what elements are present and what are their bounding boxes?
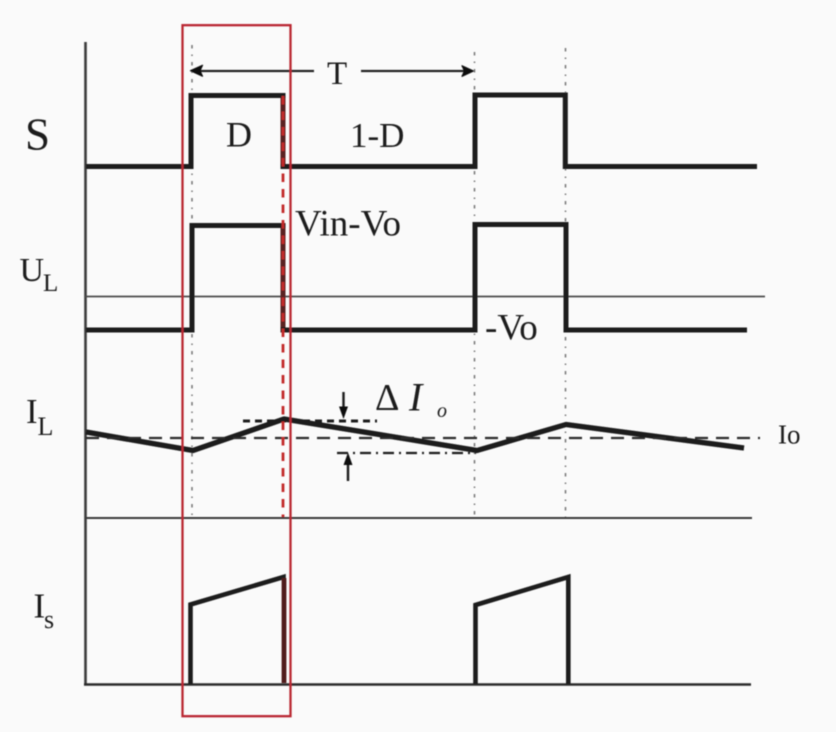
svg-text:I: I [34,587,46,626]
svg-text:U: U [20,252,45,289]
svg-text:1-D: 1-D [350,116,404,155]
svg-text:-Vo: -Vo [485,308,538,349]
svg-text:S: S [25,110,50,160]
svg-text:I: I [26,392,38,431]
svg-text:L: L [43,270,58,297]
svg-text:o: o [437,400,447,422]
svg-text:Io: Io [778,420,801,450]
svg-text:D: D [226,115,252,155]
svg-text:s: s [44,605,54,634]
svg-text:Vin-Vo: Vin-Vo [295,204,401,245]
svg-text:I: I [408,375,424,420]
svg-text:L: L [38,412,54,441]
svg-text:T: T [327,56,347,92]
svg-text:Δ: Δ [375,377,399,419]
